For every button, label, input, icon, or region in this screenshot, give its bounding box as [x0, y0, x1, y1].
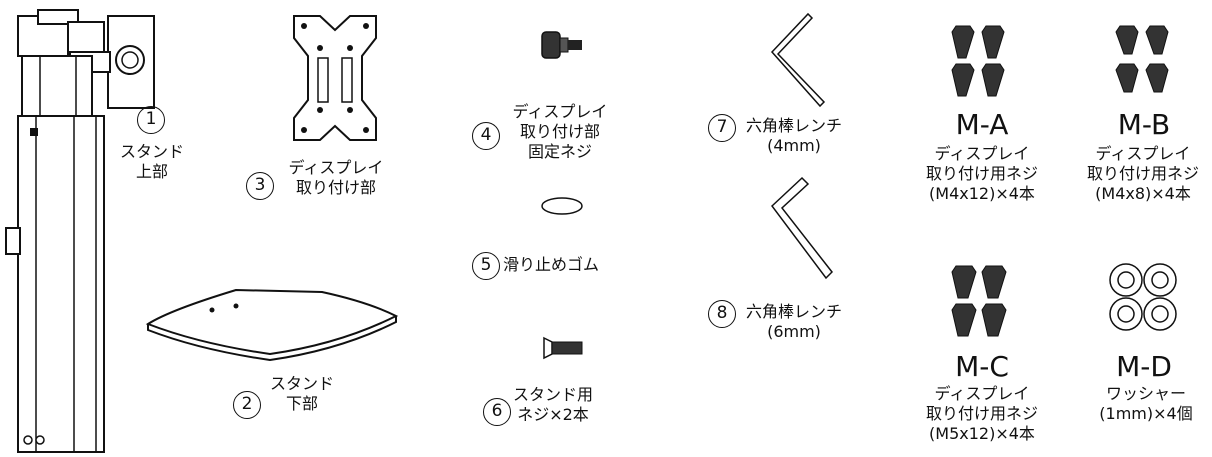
- part-label-line: スタンド用: [512, 385, 593, 404]
- screw-code-m-a: M-A: [955, 108, 1009, 141]
- screw-code-m-b: M-B: [1117, 108, 1171, 141]
- part-number-1: 1: [137, 106, 165, 134]
- washer-set-m-d-illustration: [1109, 263, 1177, 331]
- screw-label-m-b: ディスプレイ 取り付け用ネジ (M4x8)×4本: [1074, 144, 1212, 204]
- screw-set-m-a-illustration: [951, 25, 1005, 97]
- screw-label-m-c: ディスプレイ 取り付け用ネジ (M5x12)×4本: [912, 384, 1052, 444]
- part-label-line: 取り付け部: [519, 122, 600, 141]
- part-label-4: ディスプレイ 取り付け部 固定ネジ: [500, 102, 620, 162]
- part-label-line: 滑り止めゴム: [503, 255, 600, 274]
- part-number-4: 4: [472, 122, 500, 150]
- screw-label-line: 取り付け用ネジ: [925, 164, 1038, 183]
- screw-label-m-a: ディスプレイ 取り付け用ネジ (M4x12)×4本: [912, 144, 1052, 204]
- screw-code-m-c: M-C: [955, 350, 1009, 383]
- rubber-pad-illustration: [541, 197, 583, 215]
- hex-wrench-6mm-illustration: [770, 176, 833, 280]
- part-label-line: 固定ネジ: [527, 142, 592, 161]
- screw-set-m-b-illustration: [1115, 25, 1169, 93]
- part-number-7: 7: [708, 114, 736, 142]
- part-number-6: 6: [483, 398, 511, 426]
- part-number-5: 5: [472, 252, 500, 280]
- part-number-3: 3: [246, 172, 274, 200]
- part-label-line: 上部: [135, 162, 168, 181]
- part-label-5: 滑り止めゴム: [503, 255, 633, 275]
- part-label-line: 下部: [285, 394, 318, 413]
- part-label-7: 六角棒レンチ (4mm): [734, 116, 854, 156]
- stand-screw-illustration: [543, 336, 583, 360]
- screw-label-line: 取り付け用ネジ: [925, 404, 1038, 423]
- thumb-screw-illustration: [541, 31, 582, 59]
- hex-wrench-4mm-illustration: [770, 12, 826, 108]
- screw-label-line: (1mm)×4個: [1099, 404, 1193, 423]
- screw-label-line: (M4x8)×4本: [1095, 184, 1191, 203]
- part-label-3: ディスプレイ 取り付け部: [276, 158, 396, 198]
- part-number-2: 2: [233, 391, 261, 419]
- screw-label-line: (M5x12)×4本: [929, 424, 1035, 443]
- screw-label-line: ディスプレイ: [1095, 144, 1191, 163]
- screw-label-line: 取り付け用ネジ: [1086, 164, 1199, 183]
- screw-label-line: (M4x12)×4本: [929, 184, 1035, 203]
- part-label-line: 六角棒レンチ: [745, 302, 842, 321]
- part-label-line: (4mm): [767, 136, 821, 155]
- screw-label-line: ディスプレイ: [934, 384, 1030, 403]
- part-label-line: スタンド: [269, 374, 334, 393]
- part-label-8: 六角棒レンチ (6mm): [734, 302, 854, 342]
- part-label-line: 取り付け部: [295, 178, 376, 197]
- part-label-1: スタンド 上部: [102, 142, 202, 182]
- stand-base-illustration: [145, 288, 399, 362]
- screw-label-m-d: ワッシャー (1mm)×4個: [1080, 384, 1212, 424]
- part-label-2: スタンド 下部: [262, 374, 342, 414]
- part-label-line: ディスプレイ: [288, 158, 384, 177]
- screw-label-line: ワッシャー: [1105, 384, 1186, 403]
- display-mount-plate-illustration: [293, 15, 377, 141]
- part-label-line: スタンド: [119, 142, 184, 161]
- screw-code-m-d: M-D: [1116, 350, 1172, 383]
- screw-label-line: ディスプレイ: [934, 144, 1030, 163]
- screw-set-m-c-illustration: [951, 265, 1007, 337]
- part-label-6: スタンド用 ネジ×2本: [508, 385, 598, 425]
- part-label-line: (6mm): [767, 322, 821, 341]
- part-label-line: ディスプレイ: [512, 102, 608, 121]
- part-label-line: 六角棒レンチ: [745, 116, 842, 135]
- stand-column-illustration: [5, 9, 155, 453]
- part-label-line: ネジ×2本: [517, 405, 589, 424]
- part-number-8: 8: [708, 300, 736, 328]
